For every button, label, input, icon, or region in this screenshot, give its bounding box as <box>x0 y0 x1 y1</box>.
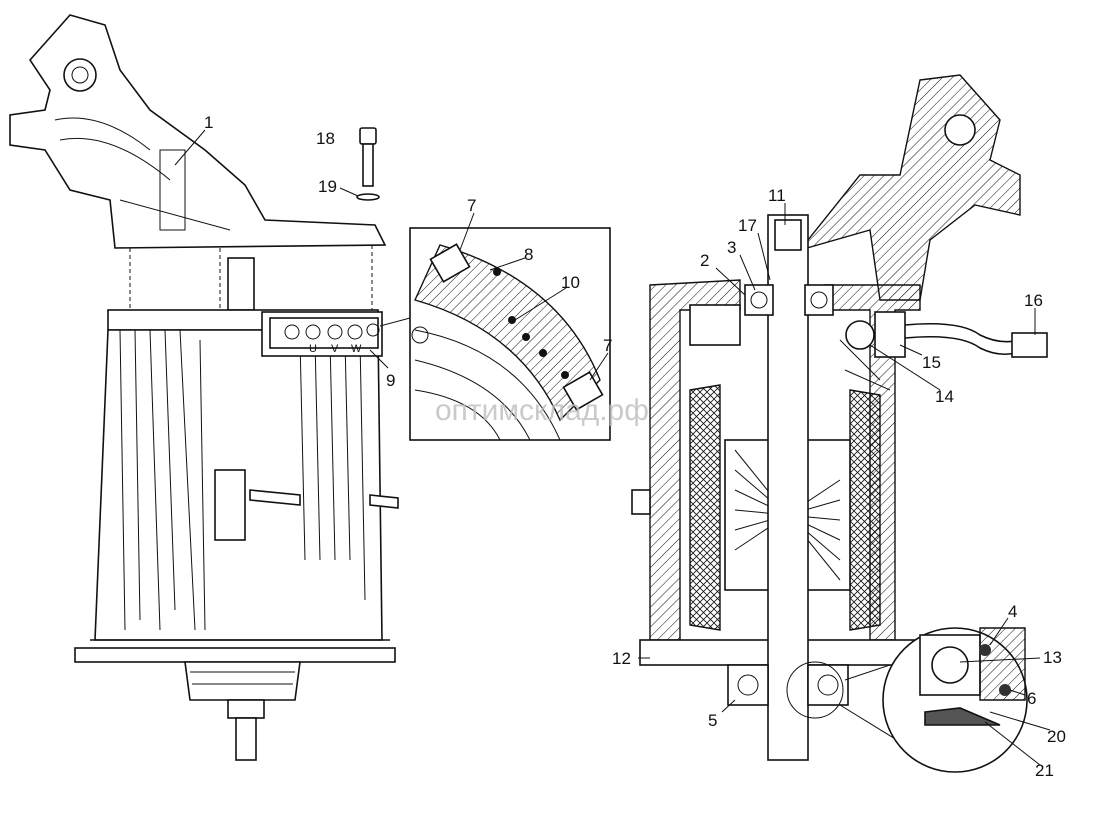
gearbox-housing-left <box>9 14 387 311</box>
callout-13: 13 <box>1043 648 1062 667</box>
callout-16: 16 <box>1024 291 1043 310</box>
callout-17: 17 <box>738 216 757 235</box>
callout-3: 3 <box>727 238 736 257</box>
callout-4: 4 <box>1008 602 1017 621</box>
callout-14: 14 <box>935 387 954 406</box>
bearing-detail-circle <box>839 627 1028 773</box>
callout-5: 5 <box>708 711 717 730</box>
terminal-label-w: W <box>351 343 362 355</box>
bolt-18 <box>356 127 380 201</box>
callout-15: 15 <box>922 353 941 372</box>
terminal-label-u: U <box>309 343 317 355</box>
callout-21: 21 <box>1035 761 1054 780</box>
callout-19: 19 <box>318 177 337 196</box>
callout-7a: 7 <box>467 196 476 215</box>
callout-labels: 1 18 19 7 8 10 7 9 11 17 3 2 16 15 14 4 … <box>204 113 1066 780</box>
callout-6: 6 <box>1027 689 1036 708</box>
motor-section-right <box>631 74 1048 761</box>
callout-9: 9 <box>386 371 395 390</box>
watermark: оптимсклад.рф <box>435 394 649 427</box>
motor-housing-left: U V W <box>74 309 399 761</box>
callout-10: 10 <box>561 273 580 292</box>
terminal-label-v: V <box>331 343 339 355</box>
callout-12: 12 <box>612 649 631 668</box>
callout-11: 11 <box>768 186 786 205</box>
callout-2: 2 <box>700 251 709 270</box>
callout-8: 8 <box>524 245 533 264</box>
callout-1: 1 <box>204 113 213 132</box>
callout-7b: 7 <box>603 336 612 355</box>
callout-20: 20 <box>1047 727 1066 746</box>
callout-18: 18 <box>316 129 335 148</box>
leader-lines <box>174 129 1051 766</box>
